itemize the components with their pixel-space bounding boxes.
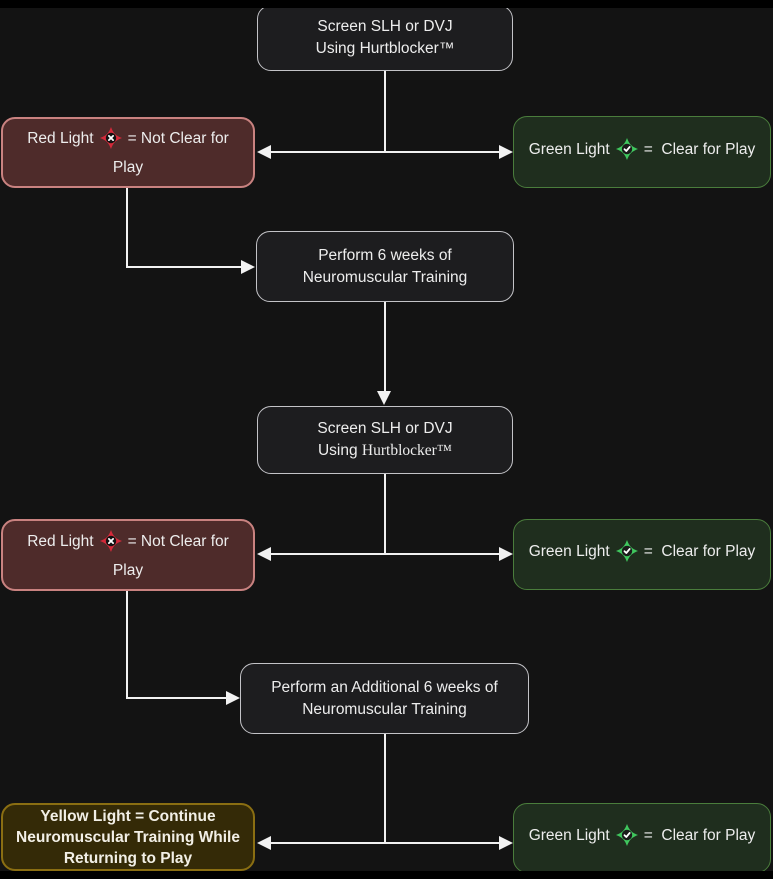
connector-red2-elbow	[126, 697, 229, 699]
node-green-light-1: Green Light= Clear for Play	[513, 116, 771, 188]
node-screen-1: Screen SLH or DVJ Using Hurtblocker™	[257, 5, 513, 71]
arrowhead-to-yellow	[257, 836, 271, 850]
node-red-light-2-text: Red Light= Not Clear for Play	[27, 529, 229, 582]
node-screen-2-text: Screen SLH or DVJ Using Hurtblocker™	[317, 420, 453, 459]
arrowhead-to-red2	[257, 547, 271, 561]
arrowhead-to-perform2	[226, 691, 240, 705]
connector-screen2-down	[384, 473, 386, 554]
arrowhead-to-green2	[499, 547, 513, 561]
node-green-light-2-text: Green Light= Clear for Play	[529, 539, 755, 570]
brand-name-serif: Hurtblocker™	[361, 442, 453, 459]
connector-split3	[269, 842, 503, 844]
node-perform-additional-6-weeks-text: Perform an Additional 6 weeks of Neuromu…	[271, 678, 498, 718]
letterbox-top	[0, 0, 773, 8]
connector-red2-down	[126, 591, 128, 699]
connector-split2	[269, 553, 503, 555]
arrowhead-to-red1	[257, 145, 271, 159]
node-yellow-light: Yellow Light = Continue Neuromuscular Tr…	[1, 803, 255, 871]
connector-screen1-down	[384, 71, 386, 152]
node-red-light-1-text: Red Light= Not Clear for Play	[27, 126, 229, 179]
node-screen-1-text: Screen SLH or DVJ Using Hurtblocker™	[315, 18, 455, 57]
red-x-diamond-icon	[99, 126, 123, 157]
green-check-diamond-icon	[615, 539, 639, 570]
connector-perform1-down	[384, 301, 386, 393]
letterbox-bottom	[0, 871, 773, 879]
arrowhead-to-screen2	[377, 391, 391, 405]
node-red-light-1: Red Light= Not Clear for Play	[1, 117, 255, 188]
node-red-light-2: Red Light= Not Clear for Play	[1, 519, 255, 591]
arrowhead-to-perform1	[241, 260, 255, 274]
connector-red1-down	[126, 188, 128, 268]
node-screen-2: Screen SLH or DVJ Using Hurtblocker™	[257, 406, 513, 474]
connector-red1-elbow	[126, 266, 244, 268]
arrowhead-to-green3	[499, 836, 513, 850]
node-green-light-3-text: Green Light= Clear for Play	[529, 823, 755, 854]
red-x-diamond-icon	[99, 529, 123, 560]
green-check-diamond-icon	[615, 137, 639, 168]
connector-split1	[269, 151, 503, 153]
node-green-light-1-text: Green Light= Clear for Play	[529, 137, 755, 168]
connector-perform2-down	[384, 734, 386, 843]
node-green-light-2: Green Light= Clear for Play	[513, 519, 771, 590]
node-green-light-3: Green Light= Clear for Play	[513, 803, 771, 873]
node-perform-6-weeks: Perform 6 weeks of Neuromuscular Trainin…	[256, 231, 514, 302]
arrowhead-to-green1	[499, 145, 513, 159]
node-perform-6-weeks-text: Perform 6 weeks of Neuromuscular Trainin…	[302, 246, 468, 286]
node-perform-additional-6-weeks: Perform an Additional 6 weeks of Neuromu…	[240, 663, 529, 734]
node-yellow-light-text: Yellow Light = Continue Neuromuscular Tr…	[16, 807, 240, 867]
green-check-diamond-icon	[615, 823, 639, 854]
